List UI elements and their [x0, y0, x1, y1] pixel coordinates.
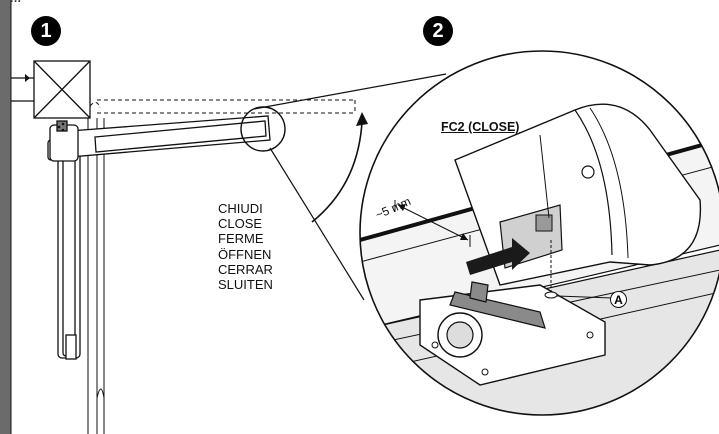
close-word: CERRAR — [218, 261, 273, 277]
zoom-connectors — [253, 73, 447, 301]
gate-posts — [87, 118, 105, 434]
close-word: ÖFFNEN — [218, 246, 272, 262]
fc2-close-label: FC2 (CLOSE) — [441, 120, 520, 134]
operator-arm-open — [47, 139, 81, 360]
step-1-badge: 1 — [31, 16, 61, 46]
cut-off-title: ... — [10, 0, 22, 5]
zoom-detail — [360, 51, 719, 415]
close-word-list: CHIUDI CLOSE FERME ÖFFNEN CERRAR SLUITEN — [218, 201, 273, 292]
close-word: CHIUDI — [218, 201, 263, 216]
marker-a-label: A — [610, 291, 627, 308]
closed-position-outline — [89, 99, 356, 114]
close-word: CLOSE — [218, 216, 263, 232]
wall-bracket — [11, 60, 91, 119]
wall-strip — [0, 0, 11, 434]
close-word: SLUITEN — [218, 277, 273, 293]
step-2-badge: 2 — [423, 16, 453, 46]
close-word: FERME — [218, 231, 264, 247]
closing-arrow — [311, 112, 368, 223]
zoom-circle — [359, 50, 719, 416]
operator-arm-closing — [49, 115, 271, 162]
